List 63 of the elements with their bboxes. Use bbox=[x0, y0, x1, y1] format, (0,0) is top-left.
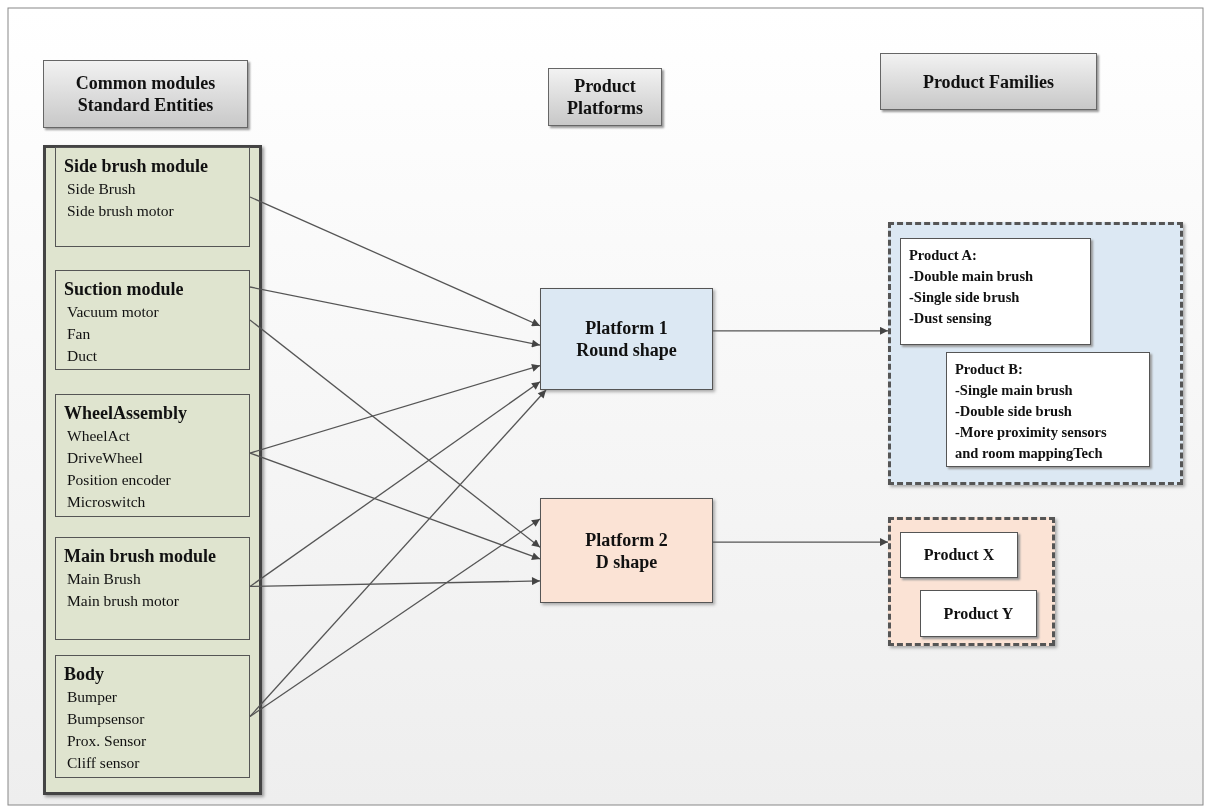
module-box bbox=[55, 147, 250, 247]
product-title: Product A: bbox=[909, 246, 978, 265]
feature-label: -Double main brush bbox=[909, 267, 1035, 286]
component-label: Fan bbox=[66, 324, 92, 344]
arrow bbox=[249, 286, 541, 348]
arrow bbox=[712, 326, 889, 335]
platform-label: Platform 2 D shape bbox=[584, 528, 669, 573]
arrow bbox=[249, 319, 541, 548]
header-box bbox=[43, 60, 248, 128]
product-label: Product Y bbox=[943, 604, 1014, 623]
component-label: Position encoder bbox=[66, 470, 172, 490]
arrow bbox=[249, 518, 541, 718]
module-title: Body bbox=[64, 663, 106, 686]
product-title: Product B: bbox=[955, 360, 1024, 379]
arrow bbox=[249, 452, 541, 560]
product-label: Product X bbox=[923, 546, 995, 564]
component-label: Vacuum motor bbox=[66, 302, 160, 322]
module-box bbox=[55, 655, 250, 778]
product-box bbox=[920, 590, 1037, 637]
component-label: Side brush motor bbox=[66, 201, 175, 221]
feature-label: -Dust sensing bbox=[909, 309, 993, 328]
component-label: Microswitch bbox=[66, 492, 147, 512]
feature-label: -Single side brush bbox=[909, 288, 1021, 307]
feature-label: -Single main brush bbox=[955, 381, 1074, 400]
product-box bbox=[946, 352, 1150, 467]
arrow bbox=[249, 389, 547, 718]
feature-label: -More proximity sensors and room mappingTech bbox=[955, 423, 1108, 463]
product-box bbox=[900, 532, 1018, 578]
module-title: Main brush module bbox=[64, 545, 218, 568]
column-heading: Product Families bbox=[921, 70, 1056, 93]
product-family-group bbox=[888, 517, 1055, 646]
platform-box bbox=[540, 498, 713, 603]
module-title: Side brush module bbox=[64, 155, 210, 178]
component-label: Duct bbox=[66, 346, 99, 366]
header-box bbox=[548, 68, 662, 126]
component-label: Prox. Sensor bbox=[66, 731, 148, 751]
product-family-group bbox=[888, 222, 1183, 485]
module-title: Suction module bbox=[64, 278, 185, 301]
header-box bbox=[880, 53, 1097, 110]
arrow bbox=[249, 381, 541, 588]
platform-box bbox=[540, 288, 713, 390]
component-label: Cliff sensor bbox=[66, 753, 141, 773]
product-box bbox=[900, 238, 1091, 345]
platform-label: Platform 1 Round shape bbox=[575, 317, 678, 361]
arrow bbox=[249, 577, 541, 588]
component-label: Bumper bbox=[66, 687, 118, 707]
module-box bbox=[55, 537, 250, 640]
module-box bbox=[55, 394, 250, 517]
component-label: DriveWheel bbox=[66, 448, 144, 468]
component-label: Side Brush bbox=[66, 179, 137, 199]
arrow bbox=[249, 196, 541, 327]
component-label: Bumpsensor bbox=[66, 709, 146, 729]
module-title: WheelAssembly bbox=[64, 402, 188, 425]
arrow bbox=[712, 538, 889, 547]
module-box bbox=[55, 270, 250, 370]
arrow bbox=[249, 364, 541, 454]
column-heading: Product Platforms bbox=[566, 75, 644, 119]
component-label: WheelAct bbox=[66, 426, 131, 446]
feature-label: -Double side brush bbox=[955, 402, 1073, 421]
component-label: Main Brush bbox=[66, 569, 142, 589]
column-heading: Common modules Standard Entities bbox=[74, 72, 217, 116]
module-panel bbox=[43, 145, 262, 795]
component-label: Main brush motor bbox=[66, 591, 180, 611]
